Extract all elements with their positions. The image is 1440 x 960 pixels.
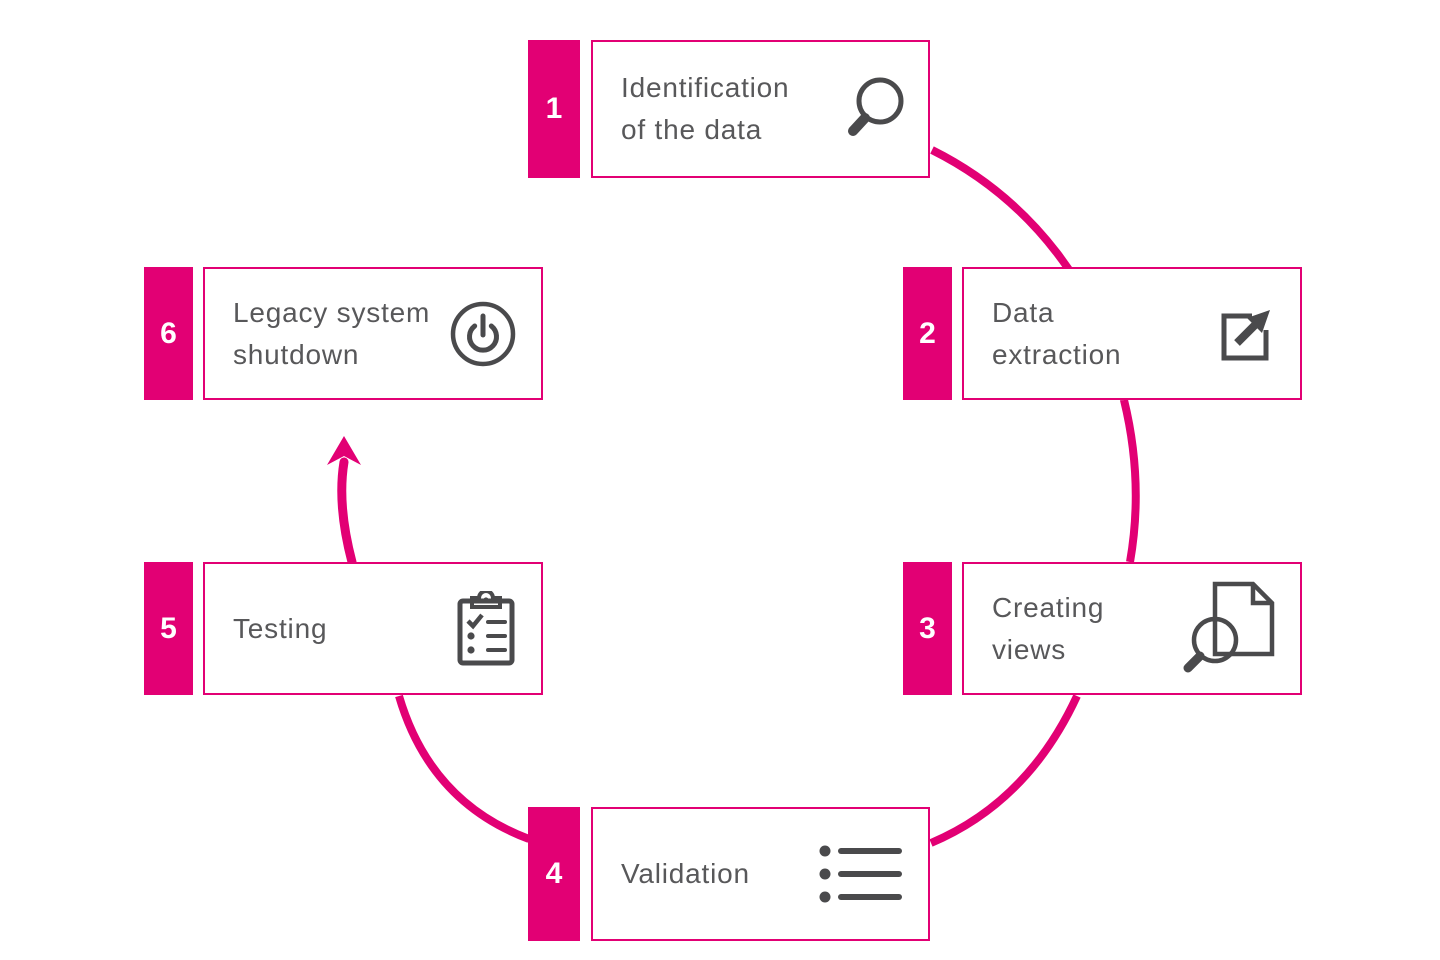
- step-number-badge: 5: [144, 562, 193, 695]
- magnifier-icon: [848, 77, 904, 136]
- arc-step2-step3: [1120, 399, 1140, 563]
- step-box: Validation: [591, 807, 930, 941]
- step-number-badge: 6: [144, 267, 193, 400]
- step-label: Legacy system shutdown: [233, 296, 431, 370]
- step-box: Creating views: [962, 562, 1302, 695]
- step-label: Validation: [621, 858, 750, 889]
- arrow-step5-step6-head: [327, 436, 361, 465]
- step-number-badge: 4: [528, 807, 580, 941]
- step-5-testing: 5 Testing: [144, 562, 543, 695]
- arrow-step5-step6-stem: [337, 457, 357, 567]
- step-box: Data extraction: [962, 267, 1302, 400]
- step-1-identification: 1 Identification of the data: [528, 40, 930, 178]
- step-box: Identification of the data: [591, 40, 930, 178]
- clipboard-checklist-icon: [457, 590, 515, 665]
- document-search-icon: [1183, 581, 1275, 672]
- step-6-legacy-shutdown: 6 Legacy system shutdown: [144, 267, 543, 400]
- external-link-icon: [1221, 309, 1270, 360]
- step-label: Identification of the data: [621, 72, 790, 145]
- step-box: Testing: [203, 562, 543, 695]
- arc-step3-step4: [929, 694, 1081, 847]
- bulleted-list-icon: [819, 845, 902, 903]
- step-3-creating-views: 3 Creating views: [903, 562, 1302, 695]
- step-number-badge: 1: [528, 40, 580, 178]
- step-number-badge: 3: [903, 562, 952, 695]
- step-4-validation: 4 Validation: [528, 807, 930, 941]
- step-label: Creating views: [992, 591, 1105, 665]
- power-icon: [450, 301, 516, 366]
- step-box: Legacy system shutdown: [203, 267, 543, 400]
- arc-step4-step5: [395, 694, 531, 843]
- step-label: Data extraction: [992, 296, 1122, 370]
- step-label: Testing: [233, 612, 328, 644]
- step-2-data-extraction: 2 Data extraction: [903, 267, 1302, 400]
- step-number-badge: 2: [903, 267, 952, 400]
